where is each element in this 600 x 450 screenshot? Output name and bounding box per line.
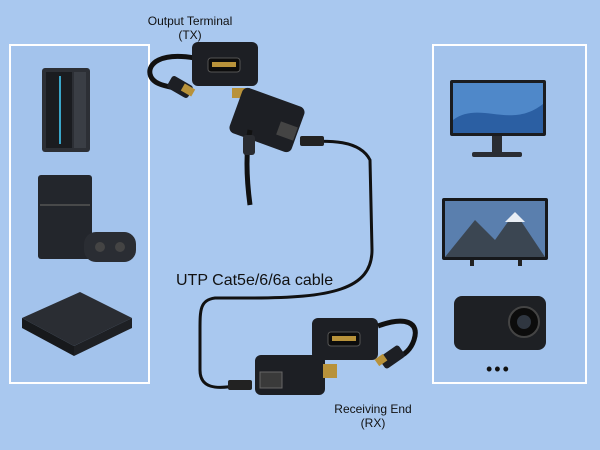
tx-extender-module	[229, 87, 305, 206]
tx-label: Output Terminal (TX)	[130, 14, 250, 42]
monitor-device	[450, 80, 546, 157]
rx-label-title: Receiving End	[334, 402, 412, 416]
tv-box-device	[22, 292, 132, 356]
cable-label: UTP Cat5e/6/6a cable	[176, 272, 334, 289]
game-console-device	[38, 175, 136, 262]
tx-label-title: Output Terminal	[147, 14, 233, 28]
more-devices-indicator: •••	[486, 359, 511, 379]
rx-label: Receiving End (RX)	[318, 402, 428, 430]
rx-hdmi-adapter	[312, 318, 418, 369]
tx-hdmi-adapter	[147, 42, 258, 98]
rx-label-sub: (RX)	[360, 416, 386, 430]
rx-extender-module	[255, 355, 337, 395]
tx-label-sub: (TX)	[178, 28, 202, 42]
pc-tower-device	[42, 68, 90, 152]
rj45-plug-bottom	[228, 380, 252, 390]
projector-device	[454, 296, 546, 350]
utp-cable	[198, 139, 374, 389]
tv-device	[442, 198, 548, 266]
rj45-plug-top	[300, 136, 324, 146]
